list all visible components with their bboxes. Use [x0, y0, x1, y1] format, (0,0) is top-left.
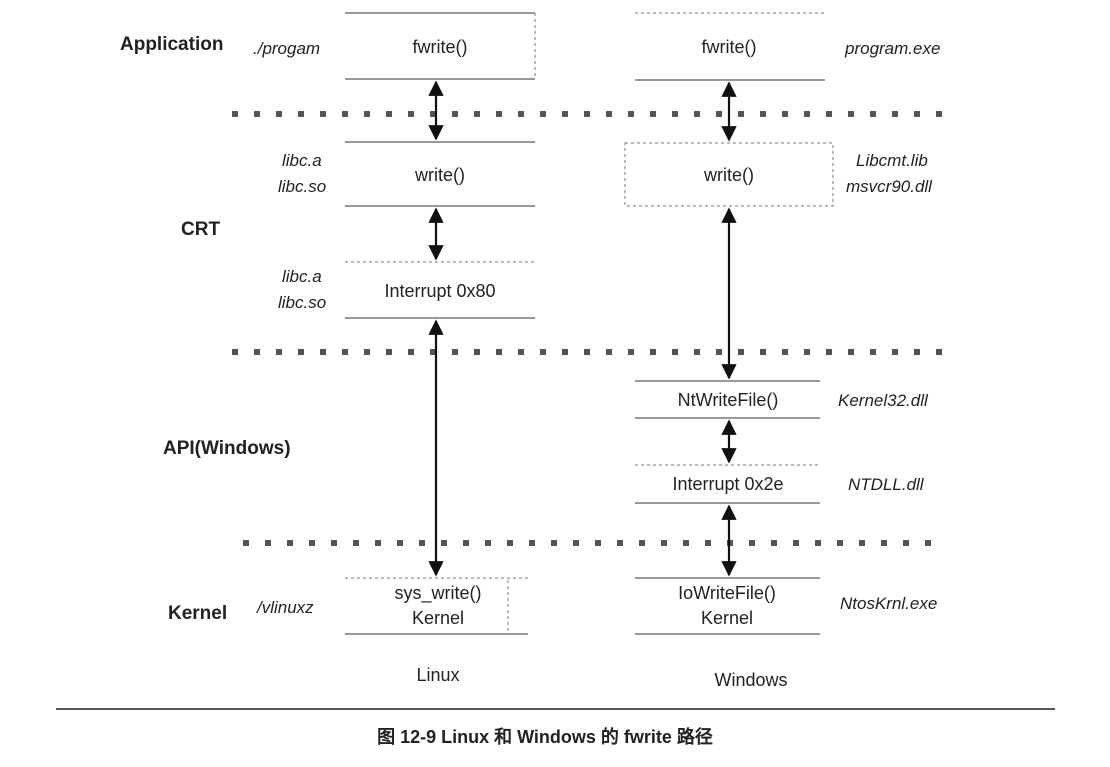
linux-fwrite-label: fwrite(): [413, 37, 468, 57]
windows-interrupt-lib: NTDLL.dll: [848, 475, 925, 494]
windows-write-box: write(): [624, 142, 834, 207]
windows-column-label: Windows: [714, 670, 787, 690]
windows-iowritefile-label: IoWriteFile(): [678, 583, 776, 603]
linux-kernel-file: /vlinuxz: [256, 598, 314, 617]
linux-interrupt-lib-a: libc.a: [282, 267, 322, 286]
layer-label-crt: CRT: [181, 219, 220, 240]
linux-write-label: write(): [414, 165, 465, 185]
linux-column-label: Linux: [416, 665, 459, 685]
windows-interrupt-label: Interrupt 0x2e: [672, 474, 783, 494]
figure-caption: 图 12-9 Linux 和 Windows 的 fwrite 路径: [377, 726, 713, 747]
windows-write-label: write(): [703, 165, 754, 185]
linux-kernel-box: sys_write() Kernel: [345, 577, 528, 635]
linux-app-file: ./progam: [253, 39, 320, 58]
linux-write-lib-so: libc.so: [278, 177, 326, 196]
windows-ntwritefile-label: NtWriteFile(): [678, 390, 779, 410]
windows-kernel-label: Kernel: [701, 608, 753, 628]
windows-ntwritefile-lib: Kernel32.dll: [838, 391, 929, 410]
linux-write-lib-a: libc.a: [282, 151, 322, 170]
linux-sys-write-label: sys_write(): [394, 583, 481, 604]
linux-interrupt-lib-so: libc.so: [278, 293, 326, 312]
linux-interrupt-box: Interrupt 0x80: [345, 261, 535, 319]
layer-label-api: API(Windows): [163, 438, 291, 459]
layer-label-kernel: Kernel: [168, 603, 227, 624]
linux-write-box: write(): [345, 141, 535, 207]
windows-kernel-file: NtosKrnl.exe: [840, 594, 937, 613]
windows-write-lib-msvcr: msvcr90.dll: [846, 177, 933, 196]
linux-kernel-label: Kernel: [412, 608, 464, 628]
windows-interrupt-box: Interrupt 0x2e: [635, 464, 820, 504]
windows-app-file: program.exe: [844, 39, 940, 58]
linux-interrupt-label: Interrupt 0x80: [384, 281, 495, 301]
linux-fwrite-box: fwrite(): [345, 12, 536, 80]
windows-ntwritefile-box: NtWriteFile(): [635, 380, 820, 419]
windows-write-lib-cmt: Libcmt.lib: [856, 151, 928, 170]
windows-fwrite-box: fwrite(): [635, 12, 825, 81]
windows-kernel-box: IoWriteFile() Kernel: [635, 577, 820, 635]
windows-fwrite-label: fwrite(): [702, 37, 757, 57]
layer-label-application: Application: [120, 34, 223, 55]
